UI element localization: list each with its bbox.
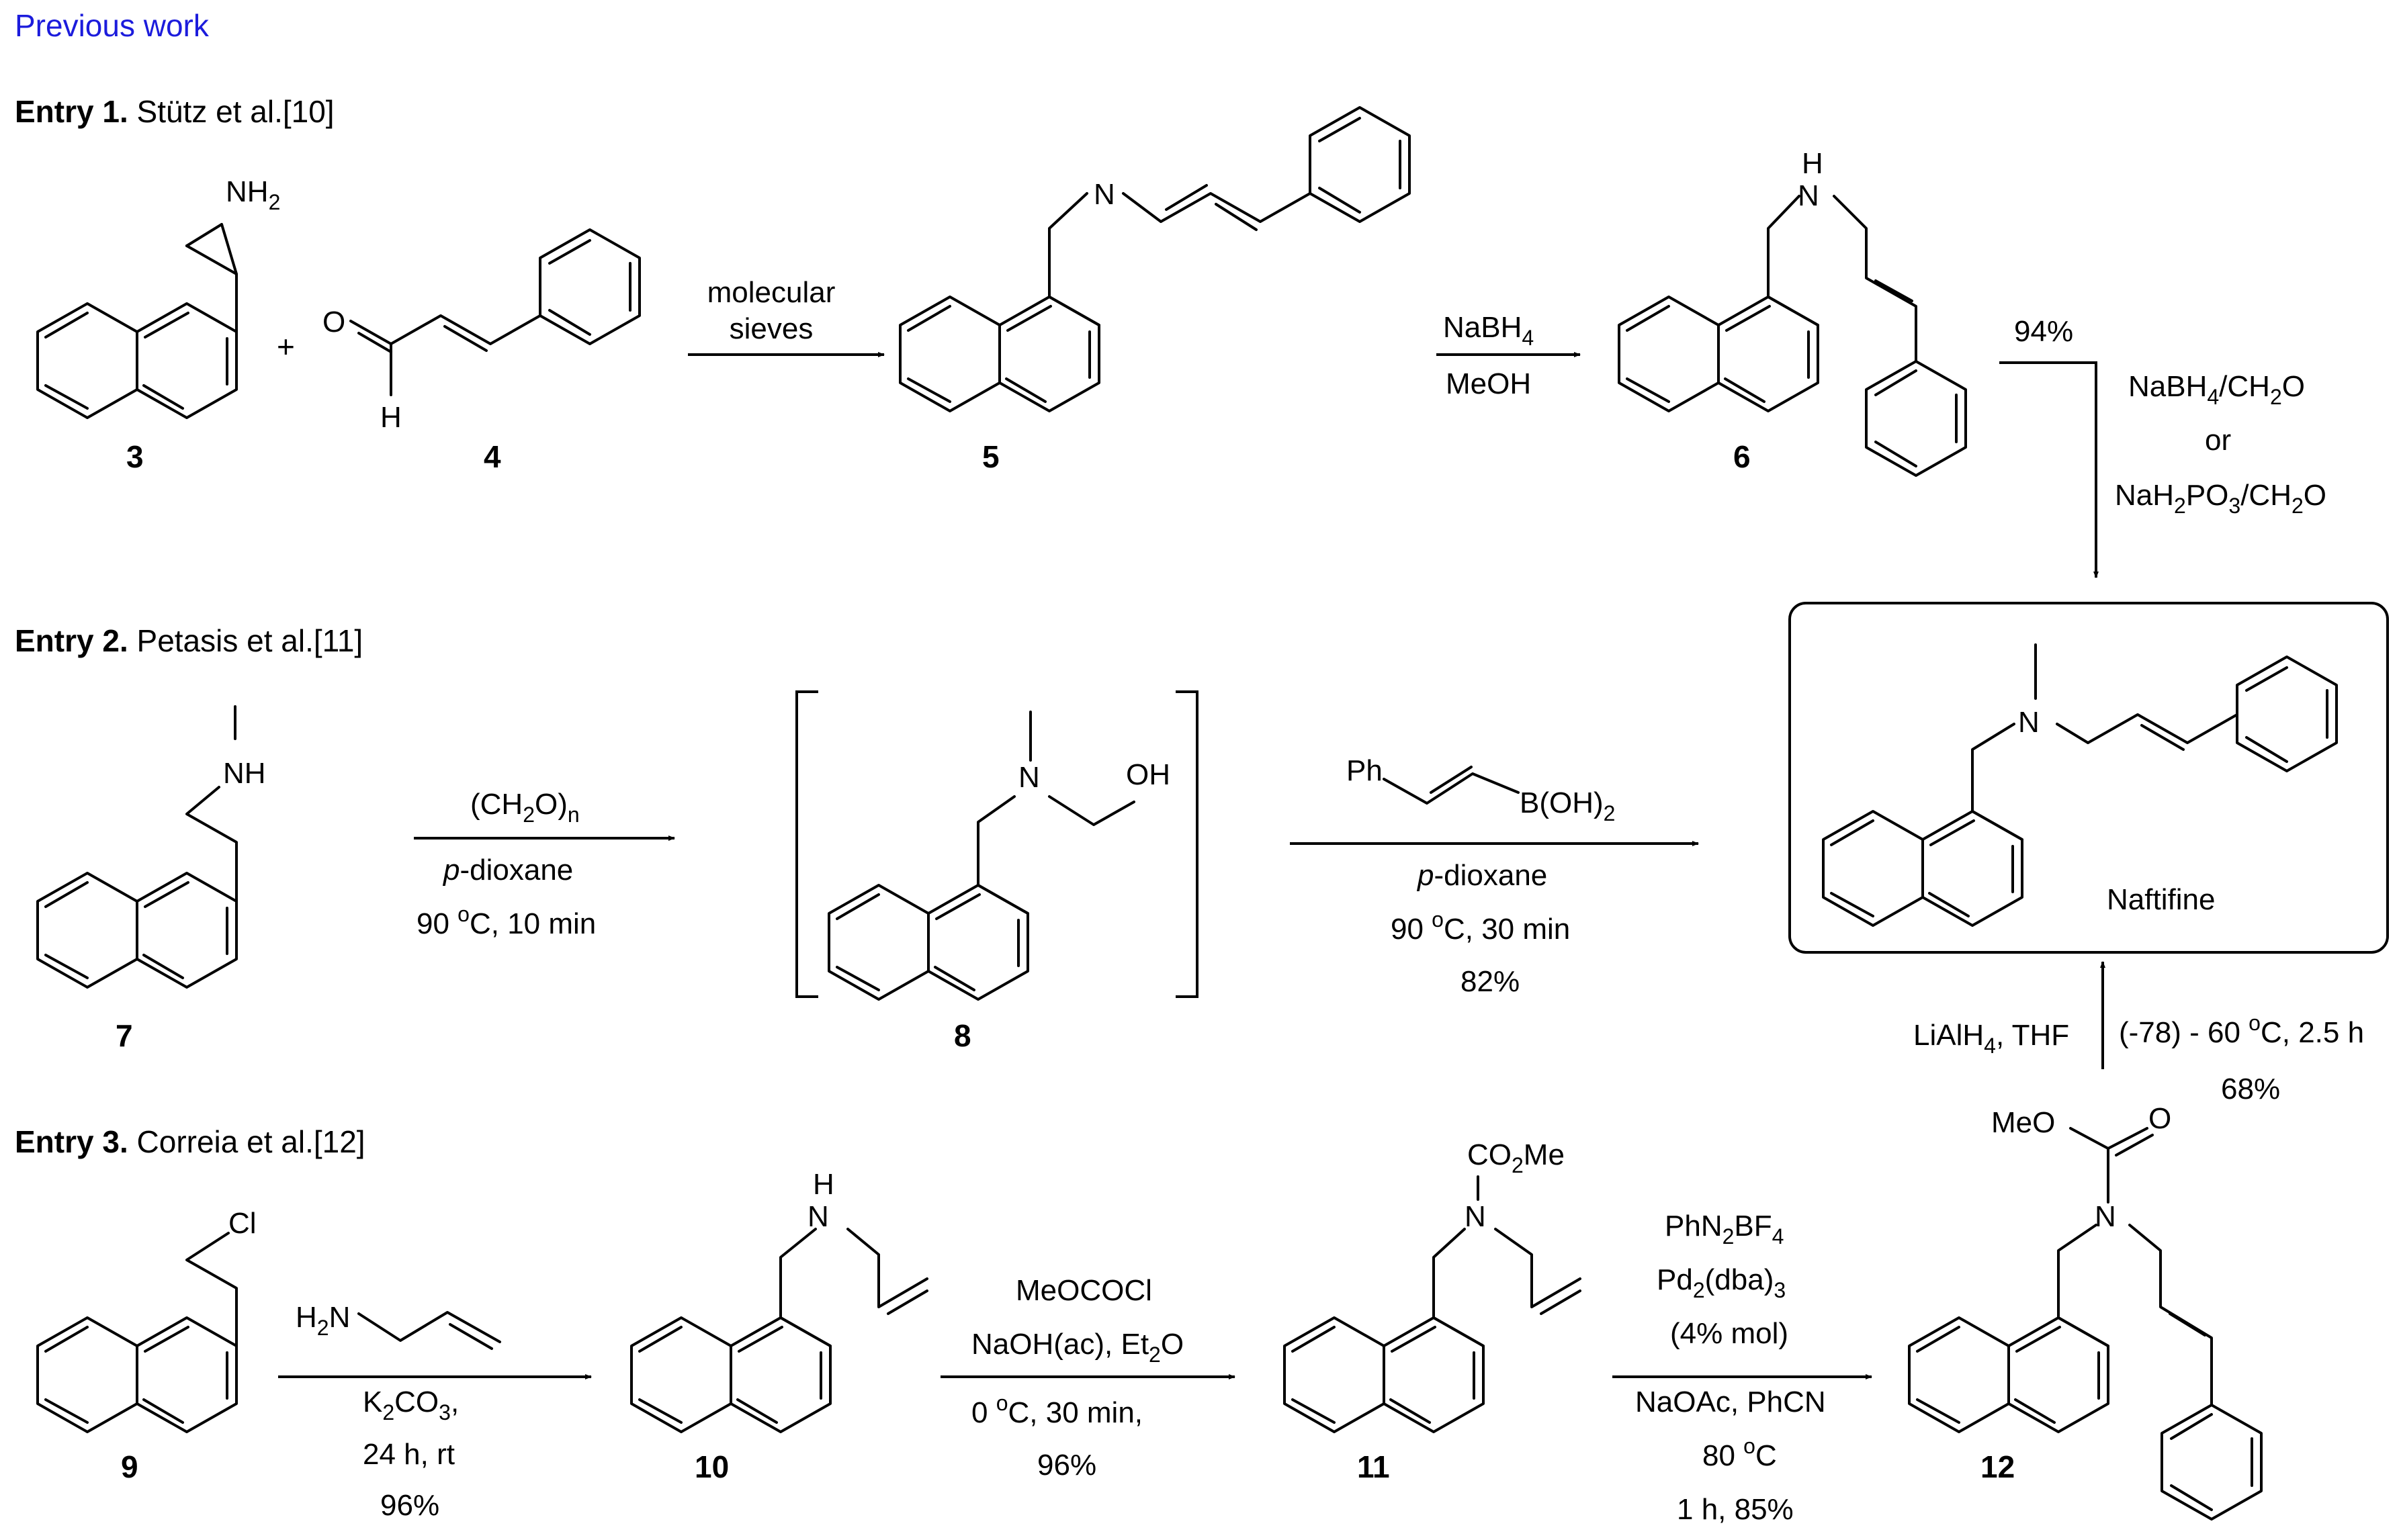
condition-k2co3: K2CO3, bbox=[363, 1386, 459, 1424]
condition-lialh4-thf: LiAlH4, THF bbox=[1913, 1019, 2069, 1058]
aldehyde-o: O bbox=[322, 306, 345, 338]
condition-pd2dba3: Pd2(dba)3 bbox=[1657, 1263, 1786, 1302]
condition-meococl: MeOCOCl bbox=[1016, 1274, 1152, 1307]
bracket-left bbox=[795, 690, 818, 998]
condition-naoac-phcn: NaOAc, PhCN bbox=[1635, 1386, 1826, 1418]
compound-6-label: 6 bbox=[1733, 439, 1751, 474]
compound-11-co2me: CO2Me bbox=[1467, 1138, 1565, 1177]
yield-94: 94% bbox=[2014, 315, 2073, 348]
naftifine-structure bbox=[1822, 643, 2338, 927]
reagent-ph: Ph bbox=[1346, 754, 1383, 787]
yield-96-b: 96% bbox=[1037, 1449, 1096, 1482]
arrow-6-to-naftifine bbox=[1999, 361, 2099, 578]
entry-2-header: Entry 2. Petasis et al.[11] bbox=[15, 623, 363, 658]
compound-5-label: 5 bbox=[982, 439, 1000, 474]
condition-sieves: sieves bbox=[730, 312, 814, 345]
amine-h-label: H bbox=[1802, 147, 1823, 180]
entry-1-header: Entry 1. Stütz et al.[10] bbox=[15, 94, 335, 129]
compound-12-o: O bbox=[2148, 1102, 2171, 1135]
yield-96-a: 96% bbox=[380, 1489, 439, 1522]
yield-82: 82% bbox=[1460, 965, 1520, 998]
condition-phn2bf4: PhN2BF4 bbox=[1665, 1210, 1784, 1249]
compound-12-structure bbox=[1908, 1127, 2263, 1521]
compound-3-structure bbox=[36, 223, 238, 419]
compound-10-label: 10 bbox=[695, 1449, 729, 1484]
compound-8-structure bbox=[828, 711, 1135, 1001]
compound-12-n: N bbox=[2095, 1200, 2116, 1233]
compound-8-label: 8 bbox=[954, 1018, 971, 1053]
nh-label-7: NH bbox=[223, 757, 266, 790]
condition-90c-10min: 90 oC, 10 min bbox=[417, 902, 596, 940]
condition-ch2o-n: (CH2O)n bbox=[470, 788, 580, 827]
naftifine-label: Naftifine bbox=[2107, 883, 2215, 916]
compound-3-amine bbox=[185, 223, 223, 247]
condition-nabh4: NaBH4 bbox=[1443, 311, 1534, 350]
condition-80c: 80 oC bbox=[1702, 1434, 1777, 1472]
condition-90c-30min: 90 oC, 30 min bbox=[1391, 907, 1570, 946]
compound-4-structure bbox=[349, 228, 641, 396]
condition-naoh-et2o: NaOH(ac), Et2O bbox=[971, 1328, 1184, 1367]
compound-8-oh: OH bbox=[1126, 758, 1170, 791]
compound-11-n: N bbox=[1465, 1200, 1486, 1233]
condition-molecular: molecular bbox=[707, 276, 836, 309]
condition-meoh: MeOH bbox=[1446, 367, 1531, 400]
naftifine-n: N bbox=[2018, 706, 2040, 739]
compound-5-structure bbox=[899, 106, 1411, 412]
condition-p-dioxane-2: p-dioxane bbox=[1416, 859, 1547, 892]
previous-work-title: Previous work bbox=[15, 8, 210, 43]
compound-10-structure bbox=[630, 1228, 928, 1433]
condition-nabh4-ch2o: NaBH4/CH2O bbox=[2128, 370, 2305, 409]
aldehyde-h: H bbox=[380, 401, 402, 434]
compound-12-label: 12 bbox=[1980, 1449, 2015, 1484]
amine-n-label: N bbox=[1798, 179, 1819, 212]
compound-4-label: 4 bbox=[484, 439, 501, 474]
compound-11-label: 11 bbox=[1357, 1449, 1390, 1484]
plus-sign: + bbox=[277, 329, 295, 364]
compound-7-structure bbox=[36, 705, 238, 989]
nh2-label: NH2 bbox=[226, 175, 280, 214]
condition-1h-85: 1 h, 85% bbox=[1677, 1493, 1794, 1526]
condition-p-dioxane-1: p-dioxane bbox=[442, 854, 573, 887]
allylamine-h2n: H2N bbox=[296, 1301, 350, 1340]
condition-0c-30min: 0 oC, 30 min, bbox=[971, 1391, 1143, 1429]
entry-3-header: Entry 3. Correia et al.[12] bbox=[15, 1124, 365, 1159]
compound-10-h: H bbox=[813, 1168, 834, 1201]
condition-4-mol: (4% mol) bbox=[1670, 1317, 1788, 1350]
compound-11-structure bbox=[1283, 1175, 1581, 1433]
compound-9-label: 9 bbox=[121, 1449, 138, 1484]
compound-12-meo: MeO bbox=[1991, 1106, 2055, 1139]
condition-nah2po3-ch2o: NaH2PO3/CH2O bbox=[2115, 479, 2326, 518]
compound-7-label: 7 bbox=[116, 1018, 133, 1053]
compound-10-n: N bbox=[808, 1200, 829, 1233]
compound-9-structure bbox=[36, 1232, 238, 1433]
compound-6-structure bbox=[1618, 195, 1967, 477]
bracket-right bbox=[1176, 690, 1198, 998]
reagent-boh2: B(OH)2 bbox=[1520, 786, 1615, 825]
compound-3-label: 3 bbox=[126, 439, 144, 474]
condition-or: or bbox=[2205, 424, 2231, 457]
condition-24h-rt: 24 h, rt bbox=[363, 1438, 455, 1471]
condition-minus78-60c: (-78) - 60 oC, 2.5 h bbox=[2119, 1011, 2364, 1049]
imine-n: N bbox=[1094, 178, 1115, 211]
compound-8-n: N bbox=[1018, 761, 1040, 794]
chloro-label: Cl bbox=[228, 1207, 257, 1240]
allylamine-structure bbox=[357, 1311, 501, 1350]
naftifine-box bbox=[1788, 602, 2389, 954]
vinylboronic-acid-structure bbox=[1383, 766, 1520, 805]
yield-68: 68% bbox=[2221, 1073, 2280, 1105]
